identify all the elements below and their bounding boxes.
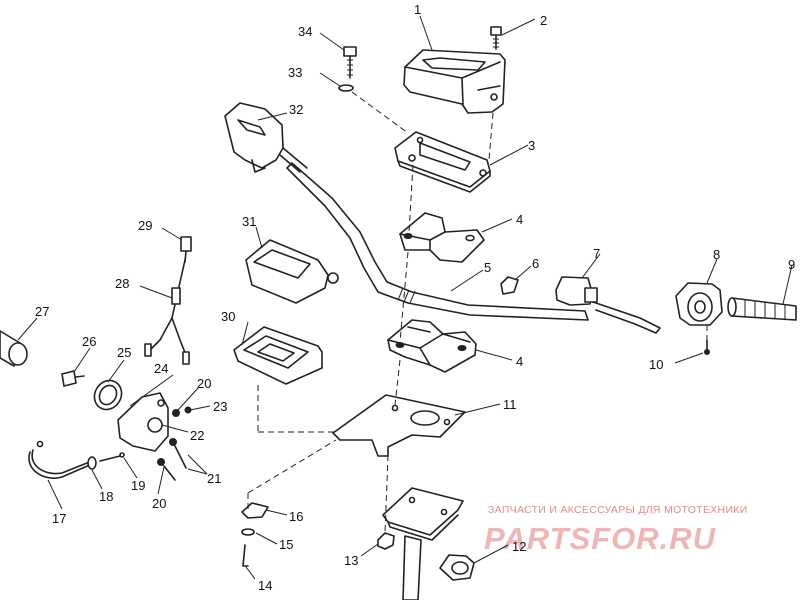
watermark-brand: PARTSFOR.RU	[484, 521, 717, 556]
watermark: ЗАПЧАСТИ И АКСЕССУАРЫ ДЛЯ МОТОТЕХНИКИ PA…	[484, 504, 748, 556]
part-21-screws	[163, 445, 187, 481]
callout-23: 23	[213, 399, 227, 414]
part-10-screw	[704, 339, 710, 355]
callout-17: 17	[52, 511, 66, 526]
callout-33: 33	[288, 65, 302, 80]
callout-11: 11	[503, 397, 517, 412]
part-17-cable	[28, 440, 93, 479]
part-12-steering-post	[382, 487, 464, 600]
callout-9: 9	[788, 257, 795, 272]
part-16-bracket	[241, 502, 269, 519]
part-28-wiring	[144, 259, 190, 365]
callout-19: 19	[131, 478, 145, 493]
callout-26: 26	[82, 334, 96, 349]
callout-numbers: 1 2 3 4 4 5 6 7 8 9 10 11 12 13 14 15 16…	[35, 2, 795, 593]
part-14-cotter	[242, 544, 249, 567]
part-30-speedo-housing	[233, 326, 323, 385]
callout-31: 31	[242, 214, 256, 229]
part-15-washer	[241, 528, 255, 536]
part-26-socket	[61, 370, 85, 387]
part-20-nuts	[157, 409, 180, 466]
callout-28: 28	[115, 276, 129, 291]
callout-16: 16	[289, 509, 303, 524]
part-31-speedometer	[245, 239, 339, 304]
part-7-switch-housing	[555, 276, 598, 306]
callout-32: 32	[289, 102, 303, 117]
part-1-clamp-cover	[403, 49, 506, 114]
alignment-lines	[247, 91, 708, 534]
callout-4-upper: 4	[516, 212, 523, 227]
callout-6: 6	[532, 256, 539, 271]
callout-10: 10	[649, 357, 663, 372]
part-33-washer	[338, 84, 354, 92]
part-4-lower-clamp	[387, 319, 477, 373]
part-27-cylinder	[0, 330, 28, 367]
callout-22: 22	[190, 428, 204, 443]
callout-15: 15	[279, 537, 293, 552]
callout-7: 7	[593, 246, 600, 261]
callout-21: 21	[207, 471, 221, 486]
part-13-nut	[377, 532, 395, 550]
callout-12: 12	[512, 539, 526, 554]
callout-1: 1	[414, 2, 421, 17]
part-29-connector	[180, 236, 192, 263]
callout-25: 25	[117, 345, 131, 360]
part-19-fitting	[99, 452, 125, 462]
part-2-bolt	[490, 26, 502, 50]
part-22-speedo-bracket	[117, 392, 169, 452]
part-32-switch-housing	[224, 102, 308, 173]
part-6-block	[500, 276, 519, 295]
callout-4-lower: 4	[516, 354, 523, 369]
part-25-ring	[93, 379, 123, 411]
callout-20-lower: 20	[152, 496, 166, 511]
callout-30: 30	[221, 309, 235, 324]
part-18-clip	[87, 456, 97, 470]
callout-24: 24	[154, 361, 168, 376]
callout-29: 29	[138, 218, 152, 233]
callout-14: 14	[258, 578, 272, 593]
callout-8: 8	[713, 247, 720, 262]
callout-27: 27	[35, 304, 49, 319]
part-3-plate	[394, 131, 491, 193]
part-4-upper-clamp	[399, 212, 485, 263]
callout-2: 2	[540, 13, 547, 28]
part-12-clamp	[439, 554, 475, 581]
callout-18: 18	[99, 489, 113, 504]
part-7-brake-lever	[592, 301, 661, 334]
watermark-subtitle: ЗАПЧАСТИ И АКСЕССУАРЫ ДЛЯ МОТОТЕХНИКИ	[488, 504, 748, 516]
callout-34: 34	[298, 24, 312, 39]
callout-20-upper: 20	[197, 376, 211, 391]
part-5-handlebar	[286, 162, 589, 321]
part-8-throttle-housing	[675, 282, 723, 326]
callout-3: 3	[528, 138, 535, 153]
leader-lines	[17, 15, 793, 580]
part-11-bracket-plate	[332, 394, 466, 457]
callout-13: 13	[344, 553, 358, 568]
callout-5: 5	[484, 260, 491, 275]
part-9-grip	[727, 297, 797, 321]
part-34-bolt	[343, 46, 357, 79]
